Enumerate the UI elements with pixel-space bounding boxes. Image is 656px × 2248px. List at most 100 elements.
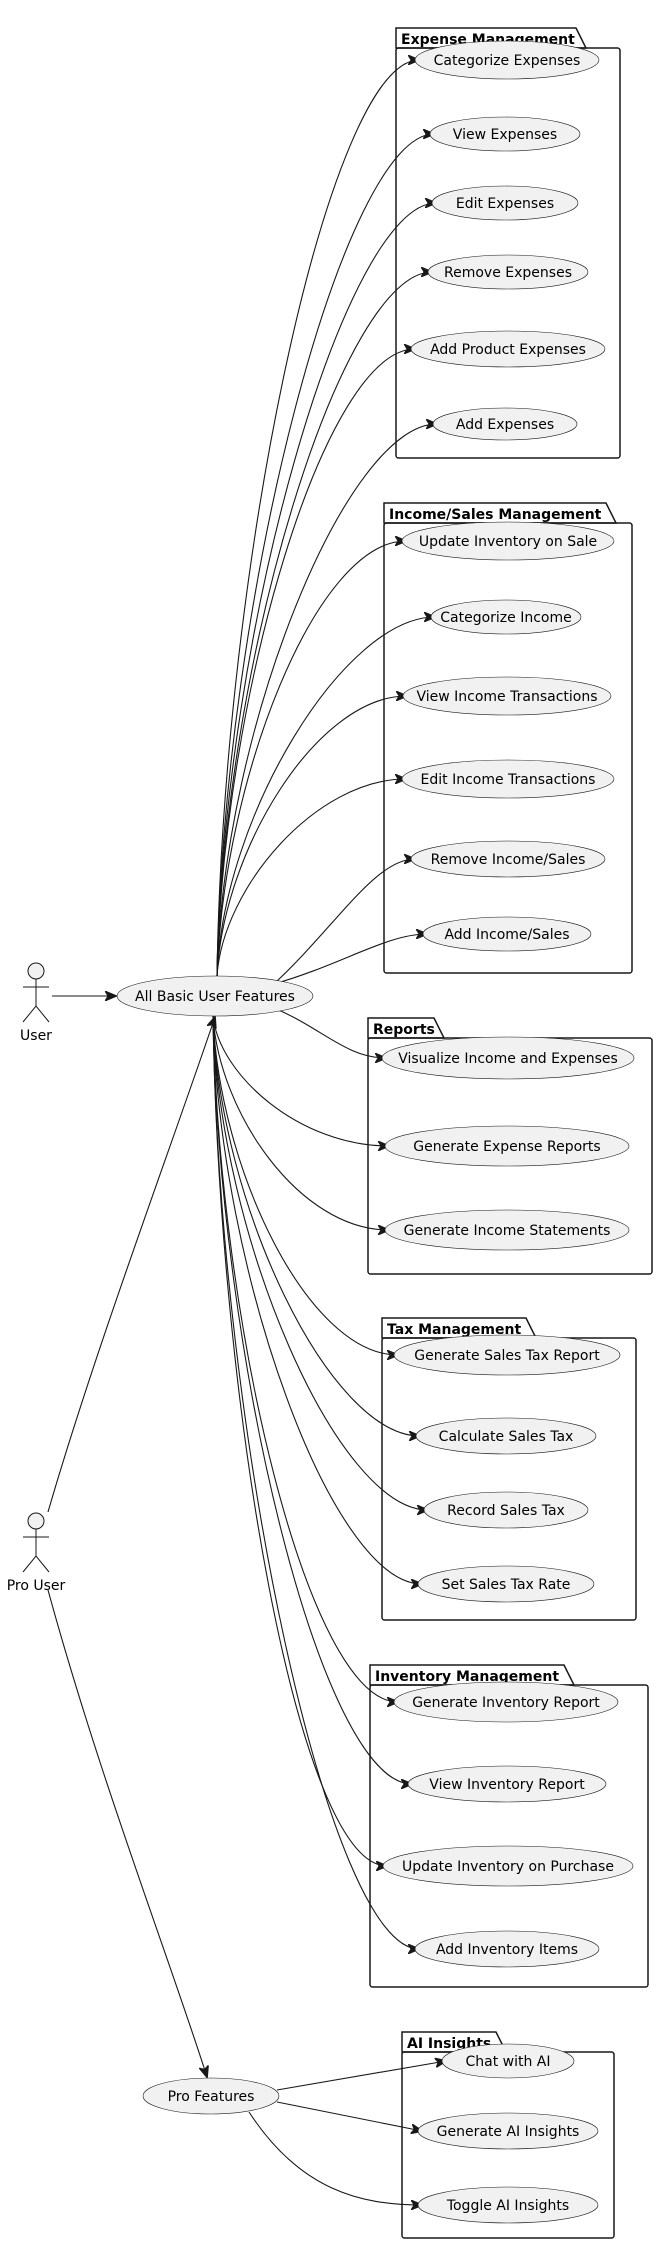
use-case-ellipse — [431, 185, 579, 221]
use-case-ellipse — [427, 254, 589, 290]
edges — [47, 60, 446, 2205]
package-frame — [383, 522, 633, 974]
use-case-label: Generate AI Insights — [437, 2124, 580, 2140]
use-case-update-inventory-on-sale: Update Inventory on Sale — [401, 521, 615, 561]
edge-basic-to-set-sales-tax-rate — [212, 1015, 422, 1584]
use-case-add-expenses: Add Expenses — [432, 407, 578, 441]
use-case-generate-income-statements: Generate Income Statements — [384, 1209, 630, 1251]
use-case-label: Update Inventory on Sale — [419, 534, 597, 550]
edge-basic-to-add-inventory-items — [212, 1015, 419, 1949]
edge-basic-to-categorize-income — [216, 617, 435, 977]
use-case-ellipse — [410, 330, 606, 368]
use-case-ellipse — [382, 1845, 634, 1887]
use-case-label: Categorize Expenses — [434, 53, 581, 69]
use-case-label: View Inventory Report — [429, 1777, 585, 1793]
edge-basic-to-view-income-transactions — [216, 696, 407, 977]
edge-pro-to-generate-ai-insights — [276, 2101, 422, 2131]
edge-basic-to-edit-expenses — [216, 203, 436, 977]
use-case-label: Toggle AI Insights — [446, 2198, 569, 2214]
edge-basic-to-visualize-income-and-expenses — [273, 1007, 386, 1058]
package-title: Tax Management — [387, 1322, 521, 1338]
use-case-label: Edit Expenses — [456, 196, 554, 212]
use-case-ellipse — [410, 840, 606, 878]
package-title: Reports — [373, 1022, 435, 1038]
use-case-label: Update Inventory on Purchase — [402, 1859, 614, 1875]
use-case-label: Visualize Income and Expenses — [398, 1051, 618, 1067]
edge-basic-to-generate-expense-reports — [212, 1015, 389, 1146]
use-case-ellipse — [384, 1125, 630, 1167]
use-case-label: View Expenses — [453, 127, 557, 143]
use-case-ellipse — [407, 1765, 607, 1803]
package-title: Inventory Management — [375, 1669, 559, 1685]
edge-basic-to-categorize-expenses — [216, 60, 419, 977]
package-inventory-management: Inventory Management — [369, 1664, 649, 1988]
use-case-add-income-sales: Add Income/Sales — [422, 916, 592, 952]
use-case-view-inventory-report: View Inventory Report — [407, 1765, 607, 1803]
use-case-label: All Basic User Features — [135, 989, 295, 1005]
use-case-toggle-ai-insights: Toggle AI Insights — [417, 2186, 599, 2224]
use-case-categorize-income: Categorize Income — [430, 599, 582, 635]
edge-basic-to-add-product-expenses — [216, 349, 415, 977]
use-case-label: Generate Sales Tax Report — [414, 1348, 600, 1364]
edge-pro-to-chat-with-ai — [276, 2061, 446, 2091]
use-case-ellipse — [414, 40, 600, 80]
use-case-label: Categorize Income — [440, 610, 571, 626]
use-case-label: Set Sales Tax Rate — [442, 1577, 571, 1593]
use-case-label: Chat with AI — [465, 2054, 550, 2070]
use-case-ellipse — [381, 1036, 635, 1080]
use-case-all-basic-user-features: All Basic User Features — [116, 975, 314, 1017]
use-case-generate-ai-insights: Generate AI Insights — [417, 2112, 599, 2150]
package-title: Income/Sales Management — [389, 507, 602, 523]
use-case-label: Add Product Expenses — [430, 342, 586, 358]
edge-basic-to-add-income-sales — [273, 934, 427, 985]
use-case-record-sales-tax: Record Sales Tax — [423, 1491, 589, 1529]
use-case-categorize-expenses: Categorize Expenses — [414, 40, 600, 80]
use-case-label: Add Expenses — [456, 417, 554, 433]
use-case-ellipse — [415, 1417, 597, 1455]
edge-basic-to-generate-sales-tax-report — [212, 1015, 398, 1355]
actor-head — [27, 1512, 45, 1530]
use-case-generate-sales-tax-report: Generate Sales Tax Report — [393, 1334, 621, 1376]
use-case-label: Remove Expenses — [444, 265, 572, 281]
use-case-ellipse — [417, 2186, 599, 2224]
actor-label: User — [20, 1028, 52, 1044]
use-case-remove-expenses: Remove Expenses — [427, 254, 589, 290]
use-case-label: Pro Features — [168, 2089, 255, 2105]
use-case-ellipse — [417, 2112, 599, 2150]
use-case-remove-income-sales: Remove Income/Sales — [410, 840, 606, 878]
use-case-view-income-transactions: View Income Transactions — [402, 676, 612, 716]
edge-prouser-to-pro — [47, 1589, 207, 2077]
package-income-sales-management: Income/Sales Management — [383, 502, 633, 974]
use-case-label: Generate Inventory Report — [412, 1695, 600, 1711]
use-case-edit-expenses: Edit Expenses — [431, 185, 579, 221]
use-case-ellipse — [393, 1334, 621, 1376]
actor-user: User — [20, 962, 52, 1044]
use-case-ellipse — [401, 759, 615, 799]
use-case-add-inventory-items: Add Inventory Items — [414, 1930, 600, 1968]
use-case-update-inventory-on-purchase: Update Inventory on Purchase — [382, 1845, 634, 1887]
edge-basic-to-remove-income-sales — [273, 859, 415, 985]
use-case-ellipse — [401, 521, 615, 561]
use-case-label: Remove Income/Sales — [431, 852, 586, 868]
use-case-ellipse — [384, 1209, 630, 1251]
use-case-label: Generate Income Statements — [404, 1223, 611, 1239]
use-case-chat-with-ai: Chat with AI — [441, 2043, 575, 2079]
use-case-ellipse — [393, 1681, 619, 1723]
use-case-ellipse — [142, 2077, 280, 2115]
use-case-ellipse — [417, 1565, 595, 1603]
use-case-edit-income-transactions: Edit Income Transactions — [401, 759, 615, 799]
edge-basic-to-view-expenses — [216, 134, 434, 977]
use-case-view-expenses: View Expenses — [429, 116, 581, 152]
edge-pro-to-toggle-ai-insights — [248, 2111, 422, 2205]
use-case-label: Calculate Sales Tax — [439, 1429, 574, 1445]
use-case-ellipse — [402, 676, 612, 716]
actor-head — [27, 962, 45, 980]
use-case-ellipse — [429, 116, 581, 152]
package-frame — [395, 47, 621, 459]
use-case-ellipse — [414, 1930, 600, 1968]
use-case-set-sales-tax-rate: Set Sales Tax Rate — [417, 1565, 595, 1603]
use-case-label: Edit Income Transactions — [421, 772, 596, 788]
use-case-add-product-expenses: Add Product Expenses — [410, 330, 606, 368]
